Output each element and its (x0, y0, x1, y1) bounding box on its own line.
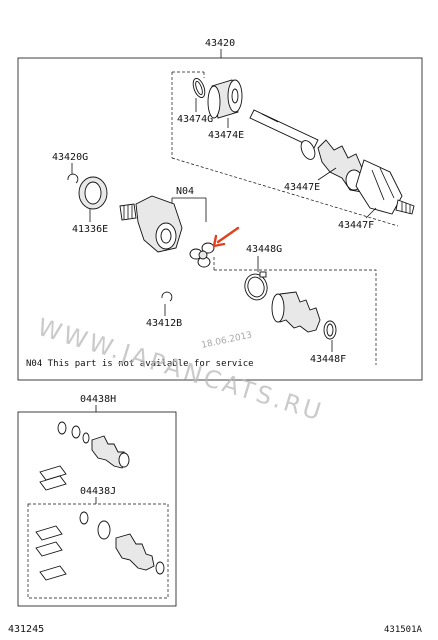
label-43420[interactable]: 43420 (205, 38, 235, 49)
drive-shaft[interactable] (249, 109, 319, 162)
kit-04438J-boot[interactable] (115, 533, 165, 575)
kit-04438J-grease-packets[interactable] (35, 525, 67, 581)
assembly-dashed-outline (171, 71, 399, 365)
outer-cv-joint-43447F[interactable] (355, 159, 415, 215)
footer-left-code: 431245 (8, 624, 44, 635)
assembly-frame (17, 57, 423, 381)
label-43448F[interactable]: 43448F (310, 354, 346, 365)
tripod-spider[interactable] (189, 242, 215, 268)
clip-43474G[interactable] (191, 77, 207, 99)
damper-43474E[interactable] (207, 79, 243, 119)
clamp-43448F[interactable] (323, 320, 337, 340)
label-04438J[interactable]: 04438J (80, 486, 116, 497)
watermark-date: 18.06.2013 (201, 330, 253, 350)
label-43412B[interactable]: 43412B (146, 318, 182, 329)
label-43448G[interactable]: 43448G (246, 244, 282, 255)
label-43447E[interactable]: 43447E (284, 182, 320, 193)
kit-04438H-rings[interactable] (57, 421, 90, 444)
label-41336E[interactable]: 41336E (72, 224, 108, 235)
kit-04438J-frame (27, 503, 169, 599)
label-N04[interactable]: N04 (176, 186, 194, 197)
label-43447F[interactable]: 43447F (338, 220, 374, 231)
inner-boot[interactable] (271, 291, 321, 333)
snap-ring-43412B[interactable] (161, 291, 173, 302)
kit-04438H-grease-packets[interactable] (39, 465, 67, 491)
leader-43447E (317, 167, 337, 181)
watermark-text: WWW.JAPANCATS.RU (34, 313, 327, 427)
label-43474G[interactable]: 43474G (177, 114, 213, 125)
snap-ring-43420G[interactable] (67, 173, 79, 184)
pointer-arrow-icon (212, 226, 240, 248)
kits-frame (17, 411, 177, 607)
label-04438H[interactable]: 04438H (80, 394, 116, 405)
clamp-43448G[interactable] (242, 271, 270, 303)
footer-right-code: 431501A (384, 625, 423, 635)
leader-43447F (365, 207, 377, 219)
inboard-housing-N04[interactable] (119, 195, 183, 253)
footnote-N04: N04 This part is not available for servi… (26, 359, 254, 369)
kit-04438J-rings[interactable] (79, 511, 111, 540)
kit-04438H-boot[interactable] (91, 435, 130, 469)
label-43474E[interactable]: 43474E (208, 130, 244, 141)
label-43420G[interactable]: 43420G (52, 152, 88, 163)
seal-41336E[interactable] (78, 176, 108, 210)
